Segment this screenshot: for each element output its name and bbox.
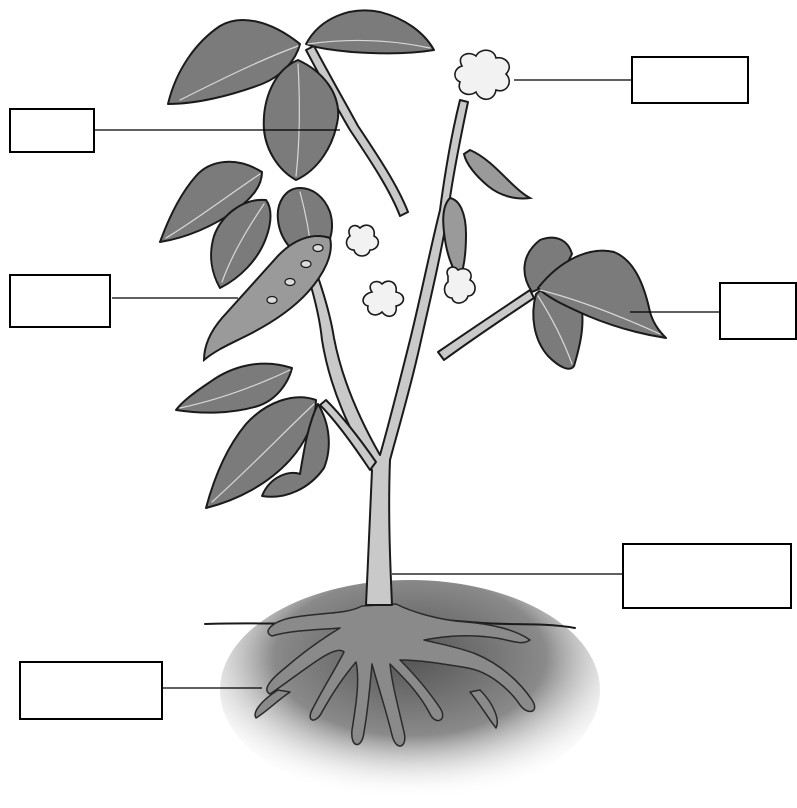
bean-pods	[202, 148, 534, 363]
fruit-label-box[interactable]	[9, 274, 111, 328]
roots	[254, 603, 536, 747]
stem-lower-label-box[interactable]	[622, 543, 792, 609]
root-label-box[interactable]	[19, 661, 163, 720]
flowers	[345, 49, 511, 318]
label-boxes	[9, 56, 797, 720]
leader-lines	[94, 79, 720, 689]
flower-label-box[interactable]	[631, 56, 749, 104]
lower-left-leaves	[175, 362, 330, 509]
stem-upper-label-box[interactable]	[9, 108, 95, 153]
right-leaves	[523, 236, 667, 370]
top-leaves	[167, 9, 435, 181]
leaf-label-box[interactable]	[719, 282, 797, 340]
main-stem	[291, 45, 535, 606]
